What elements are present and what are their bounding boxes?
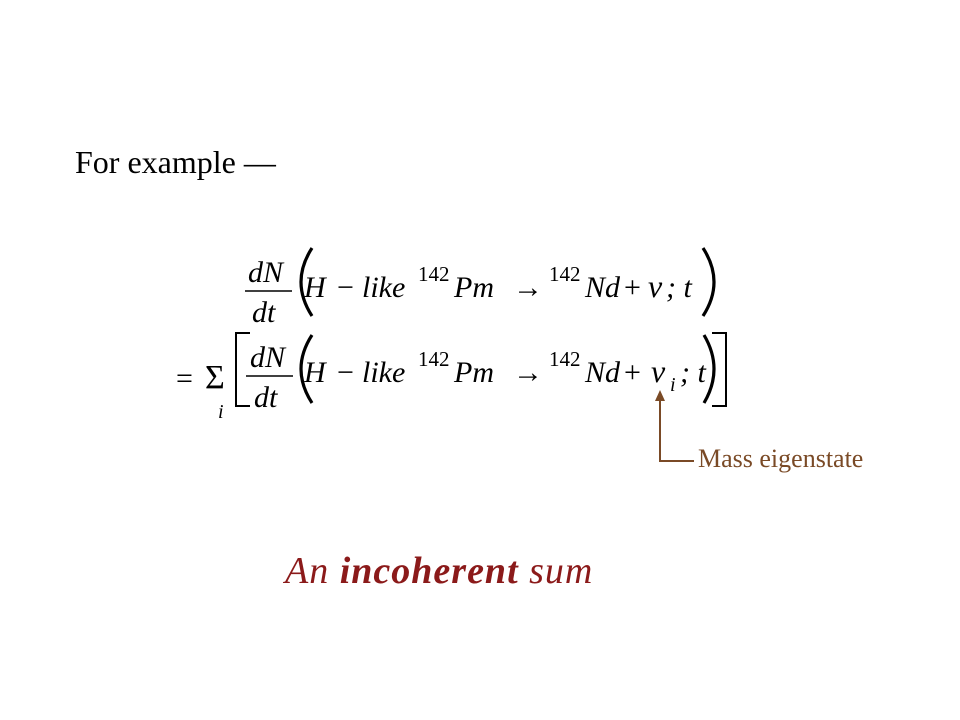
parent-tag: like	[362, 356, 405, 389]
daughter-element: Nd	[584, 356, 621, 389]
equals-sign: =	[176, 362, 193, 395]
arrow: →	[513, 271, 543, 304]
parent-mass-number: 142	[418, 262, 450, 286]
page-heading: For example —	[75, 144, 276, 180]
left-paren	[299, 334, 314, 404]
parent-element: Pm	[453, 271, 494, 304]
right-paren	[702, 334, 716, 404]
daughter-mass-number: 142	[549, 262, 581, 286]
caption: An incoherent sum	[285, 552, 593, 590]
minus-sign: −	[337, 271, 354, 304]
time-argument: ; t	[680, 356, 706, 389]
callout-label: Mass eigenstate	[698, 444, 864, 473]
equation-line-1: dN dt H − like 142 Pm → 142 Nd + ν ; t	[245, 247, 716, 329]
parent-mass-number: 142	[418, 347, 450, 371]
caption-prefix: An	[285, 550, 330, 592]
left-bracket	[235, 332, 250, 407]
caption-suffix: sum	[529, 550, 594, 592]
callout-line	[659, 398, 694, 462]
fraction-denominator: dt	[254, 381, 278, 414]
neutrino-symbol: ν	[648, 268, 663, 304]
daughter-mass-number: 142	[549, 347, 581, 371]
parent-prefix: H	[303, 271, 328, 304]
callout-arrowhead	[655, 390, 665, 401]
parent-prefix: H	[303, 356, 328, 389]
equation-line-2: = Σ i dN dt H − like 142 Pm → 142 Nd + ν…	[176, 332, 727, 423]
sum-index: i	[218, 401, 224, 423]
neutrino-index: i	[670, 374, 676, 396]
parent-tag: like	[362, 271, 405, 304]
fraction-numerator: dN	[248, 256, 285, 289]
caption-emphasis: incoherent	[339, 550, 519, 592]
right-paren	[701, 247, 716, 317]
fraction-numerator: dN	[250, 341, 287, 374]
right-bracket	[712, 332, 727, 407]
parent-element: Pm	[453, 356, 494, 389]
neutrino-symbol: ν	[651, 353, 666, 389]
left-paren	[299, 247, 314, 317]
fraction-denominator: dt	[252, 296, 276, 329]
arrow: →	[513, 356, 543, 389]
sum-symbol: Σ	[205, 359, 225, 396]
daughter-element: Nd	[584, 271, 621, 304]
minus-sign: −	[337, 356, 354, 389]
time-argument: ; t	[666, 271, 692, 304]
callout-arrow	[655, 390, 694, 462]
plus-sign: +	[624, 271, 641, 304]
plus-sign: +	[624, 356, 641, 389]
